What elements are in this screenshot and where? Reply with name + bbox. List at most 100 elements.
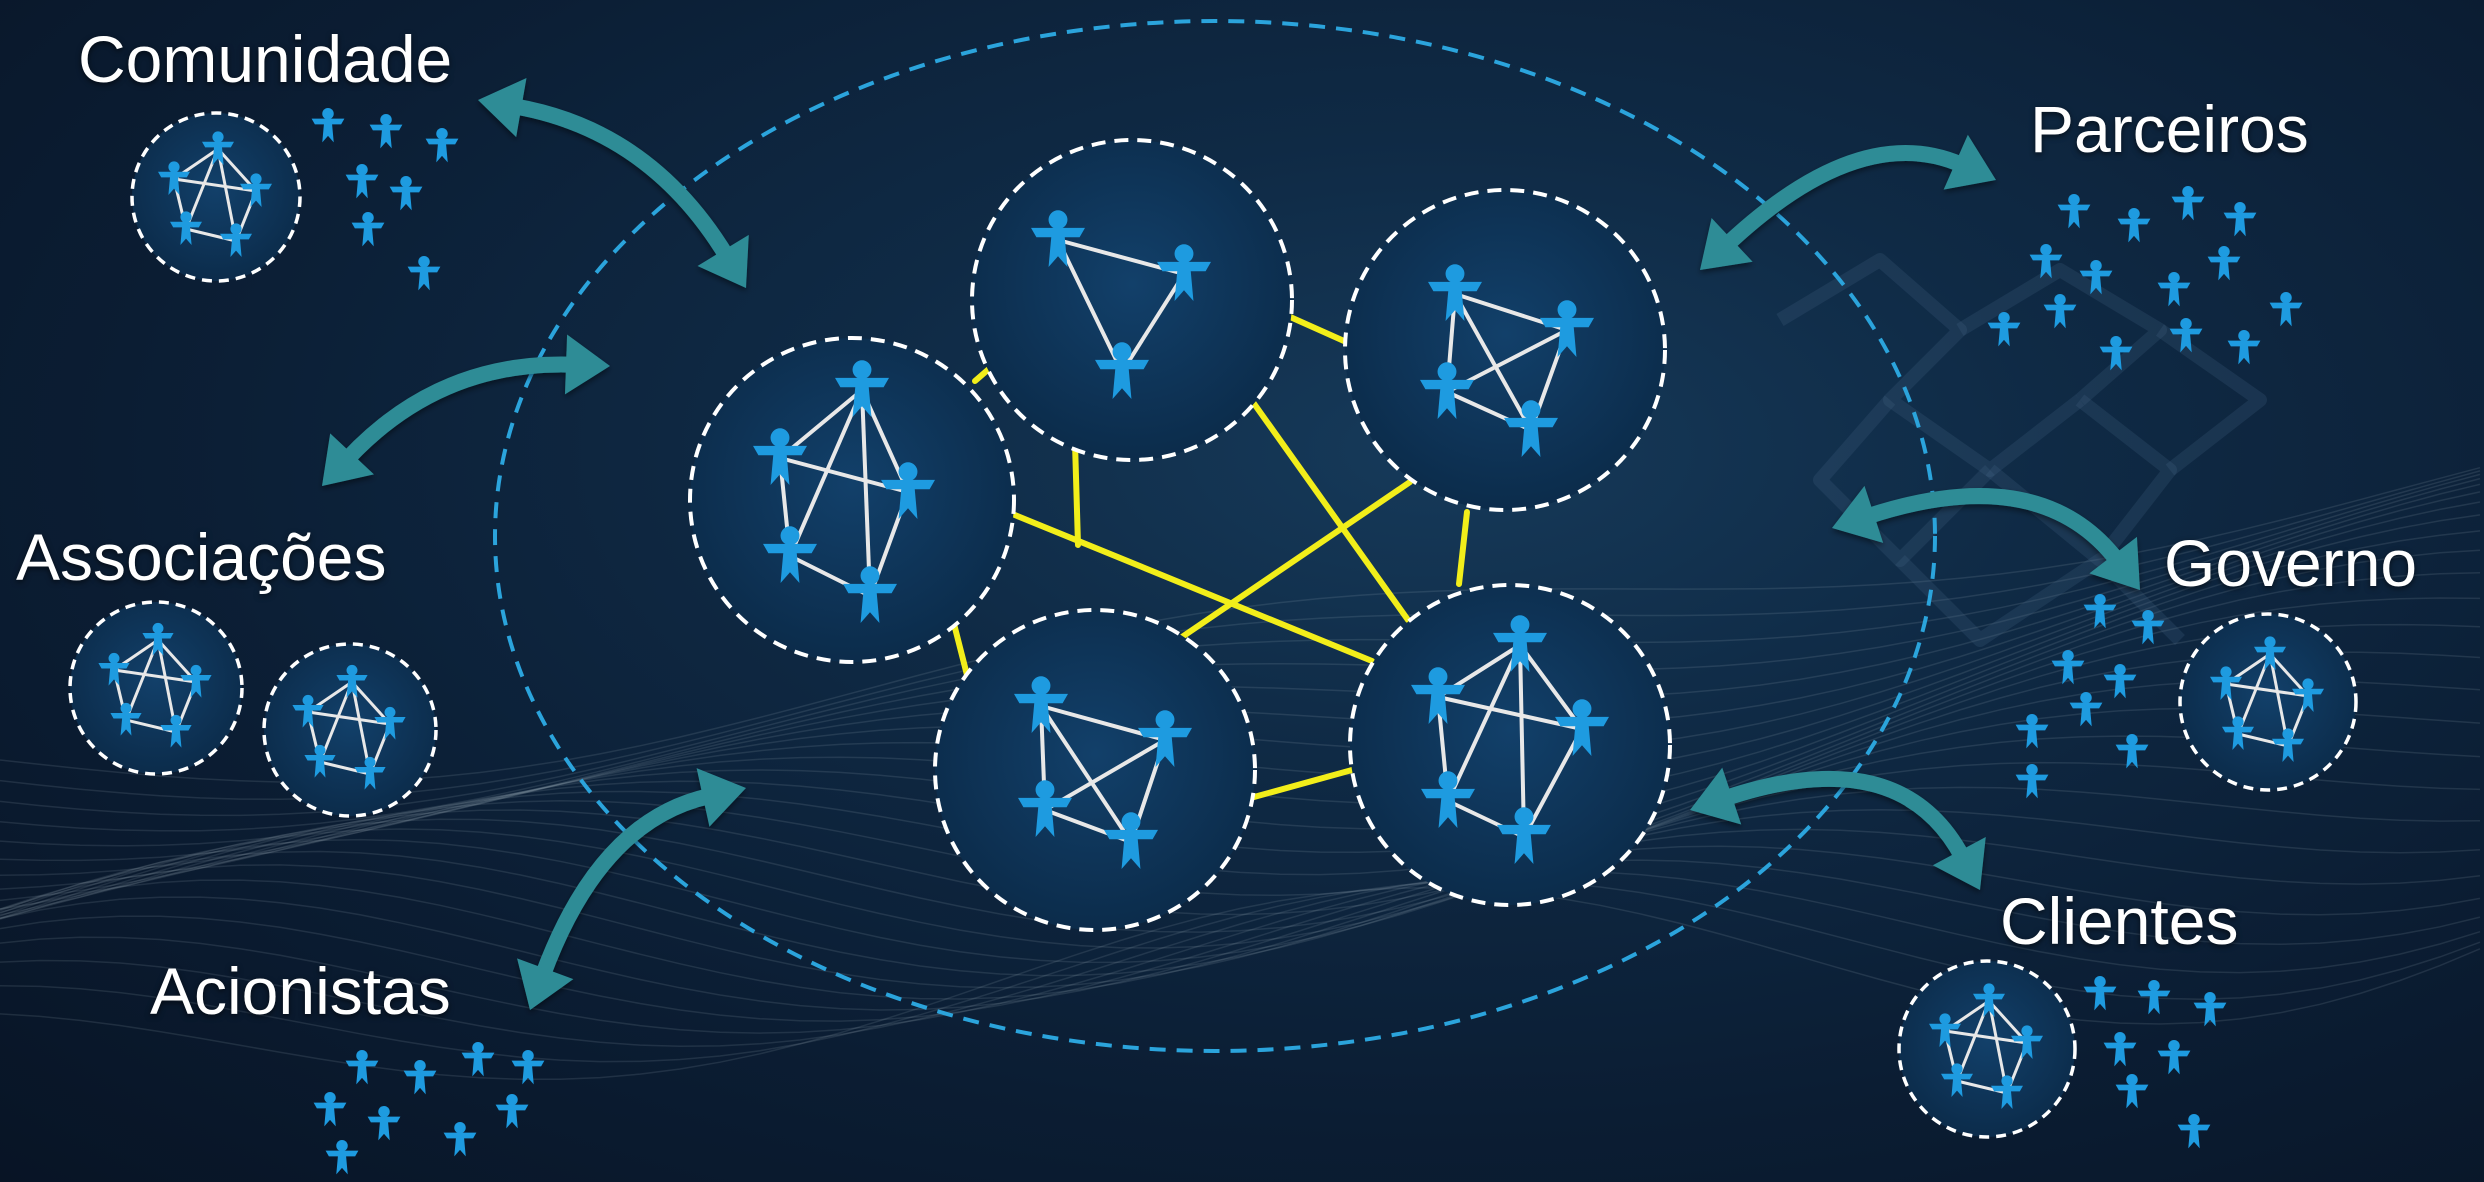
cluster-link — [1522, 728, 1584, 838]
arrow-shaft — [1721, 145, 1966, 251]
arrow-clientes — [1690, 767, 1986, 890]
team-bridges — [950, 313, 1470, 800]
team-cluster-bottom-left — [933, 608, 1257, 932]
team-bridge-link — [1179, 479, 1413, 640]
arrow-head — [478, 78, 527, 138]
person-icon — [425, 127, 459, 163]
cluster-link — [124, 639, 160, 721]
cluster-link — [1056, 239, 1124, 373]
associacoes-cluster-1 — [68, 600, 244, 776]
team-bridge-link — [1251, 767, 1355, 800]
person-icon — [2207, 245, 2241, 281]
cluster-boundary — [1897, 959, 2077, 1139]
person-icon — [2157, 1039, 2191, 1075]
group-comunidade — [130, 111, 302, 283]
arrow-shaft — [1722, 770, 1970, 861]
cluster-link — [1437, 695, 1583, 731]
label-parceiros: Parceiros — [2030, 92, 2309, 166]
label-governo: Governo — [2164, 526, 2418, 600]
arrow-governo — [1832, 485, 2140, 590]
team-cluster-top — [970, 138, 1294, 462]
person-icon — [367, 1105, 401, 1141]
person-icon — [495, 1093, 529, 1129]
arrow-associacoes — [322, 334, 610, 486]
external-groups — [68, 107, 2358, 1175]
clientes-people — [2083, 975, 2227, 1149]
associacoes-cluster-2 — [262, 642, 438, 818]
person-icon — [2015, 713, 2049, 749]
team-bridge-link — [1456, 509, 1470, 587]
arrow-head — [564, 334, 610, 395]
person-icon — [2069, 691, 2103, 727]
cluster-link — [1039, 704, 1133, 844]
cluster-boundary — [2178, 612, 2358, 792]
person-icon — [403, 1059, 437, 1095]
governo-cluster — [2178, 612, 2358, 792]
team-cluster-left — [688, 336, 1016, 664]
arrow-shaft — [535, 788, 712, 978]
group-associacoes — [68, 600, 438, 818]
acionistas-people — [313, 1041, 545, 1175]
cluster-boundary — [68, 600, 244, 776]
person-icon — [389, 175, 423, 211]
cluster-boundary — [262, 642, 438, 818]
arrow-head — [322, 433, 374, 486]
label-clientes: Clientes — [2000, 884, 2239, 958]
arrow-comunidade — [478, 78, 749, 288]
arrow-head — [1943, 134, 1996, 190]
team-bridge-link — [1247, 395, 1411, 623]
cluster-link — [318, 681, 354, 763]
cluster-boundary — [970, 138, 1294, 462]
person-icon — [2157, 271, 2191, 307]
arrow-head — [697, 234, 749, 288]
cluster-boundary — [688, 336, 1016, 664]
background-waves — [0, 466, 2481, 1081]
cluster-link — [1518, 644, 1526, 838]
team-bridge-link — [950, 617, 970, 678]
person-icon — [2117, 207, 2151, 243]
exchange-arrows — [322, 78, 2140, 1010]
person-icon — [2177, 1113, 2211, 1149]
cluster-link — [788, 389, 864, 557]
person-icon — [2083, 975, 2117, 1011]
cluster-link — [1518, 643, 1584, 731]
arrow-head — [1700, 218, 1753, 270]
cluster-link — [1120, 272, 1186, 374]
label-acionistas: Acionistas — [150, 954, 451, 1028]
label-associacoes: Associações — [16, 520, 387, 594]
person-icon — [461, 1041, 495, 1077]
arrow-head — [696, 768, 746, 827]
comunidade-cluster — [130, 111, 302, 283]
organization-boundary — [493, 19, 1937, 1053]
person-icon — [2043, 293, 2077, 329]
cluster-boundary — [933, 608, 1257, 932]
arrow-head — [1832, 485, 1884, 543]
person-icon — [2115, 1073, 2149, 1109]
person-icon — [2227, 329, 2261, 365]
cluster-link — [2225, 682, 2309, 698]
cluster-link — [1446, 644, 1522, 802]
person-icon — [369, 113, 403, 149]
person-icon — [2015, 763, 2049, 799]
arrow-head — [2089, 536, 2140, 590]
cluster-boundary — [130, 111, 302, 283]
person-icon — [311, 107, 345, 143]
person-icon — [313, 1091, 347, 1127]
inner-team-clusters — [688, 138, 1672, 932]
cluster-link — [1453, 293, 1533, 431]
label-comunidade: Comunidade — [78, 22, 453, 96]
cluster-link — [1944, 1029, 2028, 1045]
person-icon — [2103, 1031, 2137, 1067]
cluster-link — [173, 177, 257, 193]
team-bridge-link — [972, 365, 993, 384]
team-cluster-right — [1343, 188, 1667, 512]
cluster-boundary — [1348, 583, 1672, 907]
person-icon — [443, 1121, 477, 1157]
cluster-boundary — [1343, 188, 1667, 512]
arrow-acionistas — [517, 768, 746, 1010]
cluster-link — [860, 389, 872, 597]
person-icon — [345, 163, 379, 199]
arrow-shaft — [341, 356, 573, 465]
